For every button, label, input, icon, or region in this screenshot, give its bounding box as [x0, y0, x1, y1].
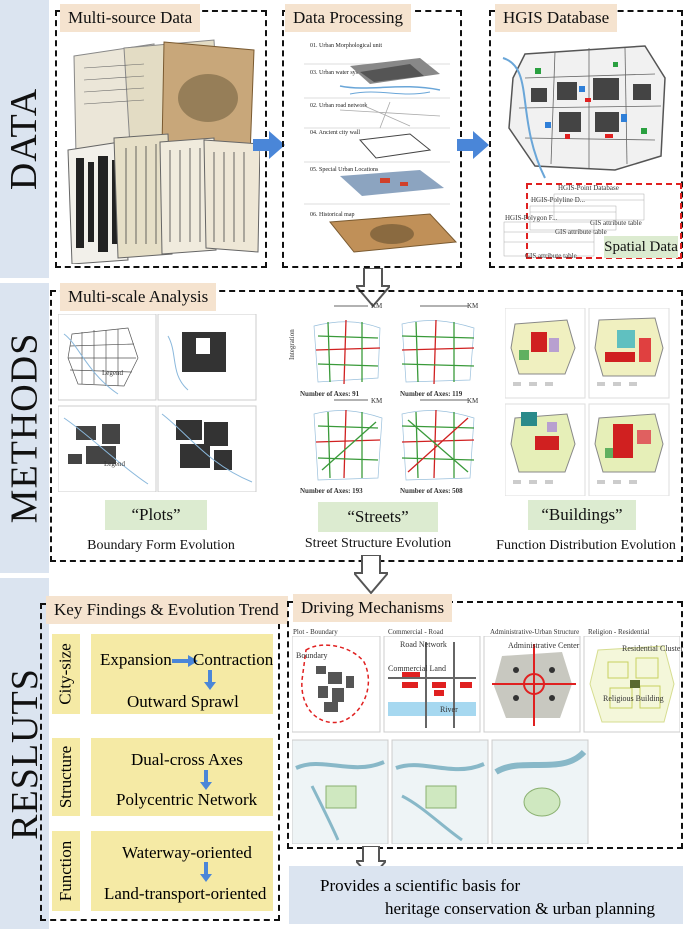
- scale-km-4: KM: [467, 397, 479, 405]
- streets-caption: Street Structure Evolution: [304, 536, 452, 551]
- dual-cross-text: Dual-cross Axes: [131, 750, 243, 769]
- commercial-land-label: Commercial Land: [388, 664, 446, 673]
- structure-label: Structure: [56, 745, 76, 809]
- structure-box: [91, 738, 273, 816]
- outward-sprawl-text: Outward Sprawl: [127, 692, 239, 711]
- arrow-right-2: [457, 131, 489, 159]
- arrow-right-1: [253, 131, 285, 159]
- function-label-box: Function: [52, 831, 80, 911]
- layer-label-1: 01. Urban Morphological unit: [310, 43, 382, 49]
- axes-count-2: Number of Axes: 119: [400, 390, 463, 398]
- layer-label-3: 02. Urban road network: [310, 103, 368, 109]
- boundary-label: Boundary: [296, 651, 328, 660]
- panel-title-2: Commercial - Road: [388, 628, 444, 636]
- db-tables-illustration: [503, 193, 645, 257]
- religious-building-label: Religious Building: [603, 694, 664, 703]
- arrow-down-city-size: [204, 670, 216, 690]
- buildings-maps-illustration: [505, 308, 670, 496]
- integration-label: Integration: [288, 329, 296, 360]
- plots-caption: Boundary Form Evolution: [87, 538, 235, 553]
- panel-title-1: Plot - Boundary: [293, 628, 338, 636]
- buildings-caption: Function Distribution Evolution: [496, 538, 676, 553]
- methods-section-label: METHODS: [3, 332, 46, 524]
- city-size-box: [91, 634, 273, 714]
- layer-label-5: 05. Special Urban Locations: [310, 167, 379, 173]
- db-polygon-label: HGIS-Polygon F...: [505, 214, 558, 222]
- db-point-label: HGIS-Point Database: [558, 184, 619, 192]
- residential-cluster-label: Residential Cluster: [622, 644, 684, 653]
- processing-layers-illustration: [304, 58, 458, 253]
- conclusion-line-2: heritage conservation & urban planning: [385, 899, 656, 918]
- driver-panels-illustration: [292, 636, 680, 844]
- admin-center-label: Administrative Center: [508, 641, 580, 650]
- waterway-text: Waterway-oriented: [122, 843, 252, 862]
- buildings-label: “Buildings”: [528, 500, 636, 530]
- function-box: [91, 831, 273, 911]
- streets-maps-illustration: [313, 305, 475, 481]
- spatial-data-label: Spatial Data: [604, 236, 678, 258]
- arrow-down-2: [354, 555, 388, 595]
- city-size-label: City-size: [56, 643, 76, 705]
- land-transport-text: Land-transport-oriented: [104, 884, 267, 903]
- city-size-label-box: City-size: [52, 634, 80, 714]
- data-section-label: DATA: [3, 87, 46, 191]
- contraction-text: Contraction: [193, 650, 274, 669]
- hgis-map-illustration: [495, 38, 680, 180]
- polycentric-text: Polycentric Network: [116, 790, 258, 809]
- axes-count-3: Number of Axes: 193: [300, 487, 363, 495]
- panel-title-4: Religion - Residential: [588, 628, 650, 636]
- scale-km-3: KM: [371, 397, 383, 405]
- layer-label-6: 06. Historical map: [310, 212, 355, 218]
- expansion-text: Expansion: [100, 650, 172, 669]
- scale-km-2: KM: [467, 302, 479, 310]
- data-sidebar: DATA: [0, 0, 49, 278]
- hgis-header: HGIS Database: [495, 4, 618, 32]
- methods-header: Multi-scale Analysis: [60, 283, 217, 311]
- spatial-data-dashed-frame: [526, 183, 682, 259]
- plots-legend-1: Legend: [102, 369, 123, 377]
- river-label: River: [440, 705, 458, 714]
- axes-count-1: Number of Axes: 91: [300, 390, 360, 398]
- streets-label: “Streets”: [318, 502, 438, 532]
- arrow-down-1: [356, 268, 390, 308]
- layer-label-2: 03. Urban water system: [310, 70, 367, 76]
- scale-km-1: KM: [371, 302, 383, 310]
- plots-legend-2: Legend: [104, 460, 125, 468]
- arrow-down-function: [200, 862, 212, 882]
- function-label: Function: [56, 840, 76, 902]
- conclusion-line-1: Provides a scientific basis for: [320, 876, 521, 895]
- multi-source-header: Multi-source Data: [60, 4, 201, 32]
- structure-label-box: Structure: [52, 738, 80, 816]
- plots-maps-illustration: [58, 314, 257, 492]
- road-network-label: Road Network: [400, 640, 447, 649]
- panel-title-3: Administrative-Urban Structure: [490, 628, 580, 636]
- processing-header: Data Processing: [285, 4, 412, 32]
- historical-documents-illustration: [67, 39, 260, 264]
- findings-header: Key Findings & Evolution Trend: [46, 596, 288, 624]
- drivers-header: Driving Mechanisms: [293, 594, 453, 622]
- drivers-box: [287, 601, 683, 849]
- arrow-expansion-contraction: [172, 655, 198, 667]
- methods-sidebar: METHODS: [0, 283, 49, 573]
- conclusion-box: [289, 866, 683, 924]
- arrow-down-structure: [200, 770, 212, 790]
- axes-count-4: Number of Axes: 508: [400, 487, 463, 495]
- plots-label: “Plots”: [105, 500, 207, 530]
- layer-label-4: 04. Ancient city wall: [310, 130, 360, 136]
